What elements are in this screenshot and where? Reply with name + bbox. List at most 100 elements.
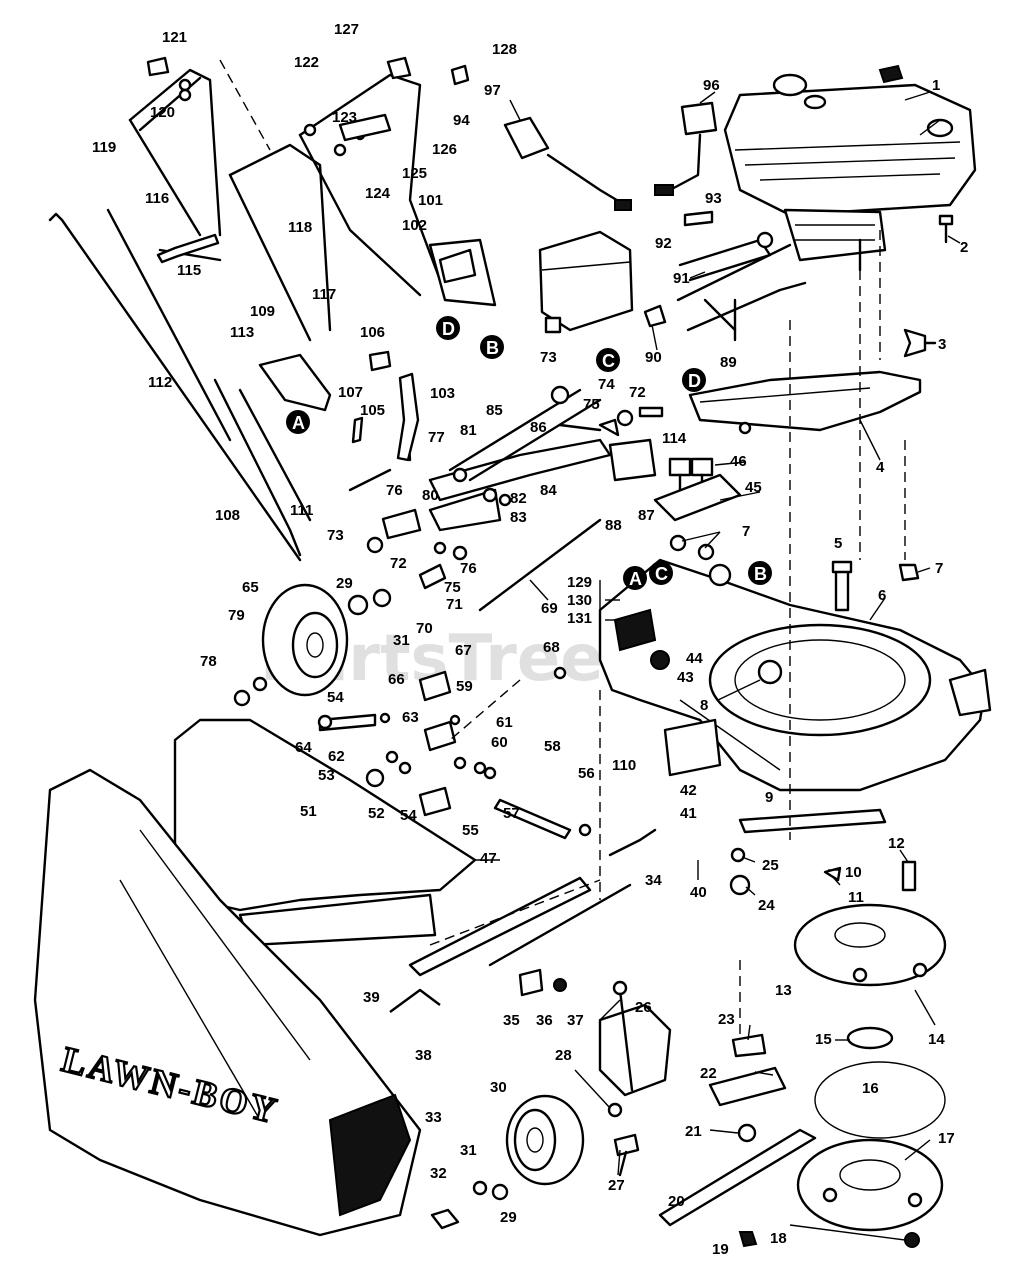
badge-d-2-text: D xyxy=(688,371,701,391)
callout-108: 107 xyxy=(338,384,363,401)
callout-6: 6 xyxy=(878,587,886,604)
callout-62: 62 xyxy=(328,748,345,765)
callout-61: 61 xyxy=(496,714,513,731)
callout-36: 36 xyxy=(536,1012,553,1029)
callout-7b: 7 xyxy=(935,560,943,577)
callout-9: 9 xyxy=(765,789,773,806)
rear-wheel-part xyxy=(430,1094,585,1230)
blade-mount-parts xyxy=(708,1033,787,1107)
wing-nut-part xyxy=(903,214,954,358)
callout-121: 120 xyxy=(150,104,175,121)
callout-labels: 1 2 3 4 5 6 7 7 8 9 10 11 12 13 14 15 16… xyxy=(92,21,968,1258)
callout-118: 117 xyxy=(312,286,336,303)
badge-a-2-text: A xyxy=(629,569,642,589)
callout-54b: 54 xyxy=(400,807,417,824)
mower-deck-part xyxy=(598,558,992,792)
callout-19: 19 xyxy=(712,1241,729,1258)
callout-24: 24 xyxy=(758,897,775,914)
callout-97: 96 xyxy=(703,77,720,94)
badge-b-1-text: B xyxy=(486,338,499,358)
deflector-shroud-part xyxy=(688,370,922,435)
lower-handle-part xyxy=(128,56,442,342)
cutting-blade-part xyxy=(658,1123,817,1248)
callout-128: 127 xyxy=(334,21,359,38)
spark-plug-boot-part xyxy=(503,116,632,211)
callout-86: 85 xyxy=(486,402,503,419)
callout-94: 93 xyxy=(705,190,722,207)
retainer-ring-parts xyxy=(814,1026,946,1139)
badge-b-1 xyxy=(480,335,504,359)
blade-adapter-part xyxy=(796,1138,944,1248)
callout-23: 23 xyxy=(718,1011,735,1028)
callout-71: 71 xyxy=(446,596,463,613)
callout-10: 10 xyxy=(845,864,862,881)
callout-37: 37 xyxy=(567,1012,584,1029)
callout-5: 5 xyxy=(834,535,842,552)
callout-17: 17 xyxy=(938,1130,955,1147)
callout-92: 91 xyxy=(673,270,690,287)
callout-20: 20 xyxy=(668,1193,685,1210)
guide-lines xyxy=(219,59,906,1040)
badge-c-2 xyxy=(649,561,673,585)
badge-d-1-text: D xyxy=(442,319,455,339)
callout-29b: 29 xyxy=(500,1209,517,1226)
callout-79: 78 xyxy=(200,653,217,670)
callout-76b: 76 xyxy=(460,560,477,577)
callout-30: 30 xyxy=(490,1079,507,1096)
callout-15: 15 xyxy=(815,1031,832,1048)
callout-103: 102 xyxy=(402,217,427,234)
callout-56: 56 xyxy=(578,765,595,782)
callout-28: 28 xyxy=(555,1047,572,1064)
callout-83: 82 xyxy=(510,490,527,507)
callout-45: 45 xyxy=(745,479,762,496)
callout-54a: 54 xyxy=(327,689,344,706)
callout-89: 88 xyxy=(605,517,622,534)
ratchet-lever-part xyxy=(396,372,420,462)
callout-101: 97 xyxy=(484,82,501,99)
callout-72a: 72 xyxy=(390,555,407,572)
badge-c-2-text: C xyxy=(655,564,668,584)
badge-b-2 xyxy=(748,561,772,585)
callout-120: 119 xyxy=(92,139,116,156)
callout-32: 32 xyxy=(430,1165,447,1182)
callout-75a: 74 xyxy=(598,376,615,393)
callout-110: 109 xyxy=(250,303,275,320)
callout-21: 21 xyxy=(685,1123,702,1140)
callout-91: 90 xyxy=(645,349,662,366)
callout-66: 66 xyxy=(388,671,405,688)
handle-hardware-parts xyxy=(156,64,477,284)
callout-93: 92 xyxy=(655,235,672,252)
callout-111: 110 xyxy=(612,757,636,774)
callout-68: 68 xyxy=(543,639,560,656)
callout-113: 112 xyxy=(148,374,172,391)
callout-18: 18 xyxy=(770,1230,787,1247)
callout-102: 101 xyxy=(418,192,443,209)
callout-129: 128 xyxy=(492,41,517,58)
blade-support-parts xyxy=(729,808,917,896)
callout-131: 130 xyxy=(567,592,592,609)
callout-52: 52 xyxy=(368,805,385,822)
badge-d-1 xyxy=(436,316,460,340)
badge-a-2 xyxy=(623,566,647,590)
callout-124: 123 xyxy=(332,109,357,126)
baffle-disc-part xyxy=(793,903,947,987)
badge-d-2 xyxy=(682,368,706,392)
callout-70: 70 xyxy=(416,620,433,637)
badge-c-1 xyxy=(596,348,620,372)
callout-64: 64 xyxy=(295,739,312,756)
callout-leaders xyxy=(475,91,961,1241)
callout-105: 103 xyxy=(430,385,455,402)
callout-33: 33 xyxy=(425,1109,442,1126)
callout-46: 46 xyxy=(730,453,747,470)
badge-b-2-text: B xyxy=(754,564,767,584)
rear-door-parts xyxy=(389,828,657,1013)
callout-107: 106 xyxy=(360,324,385,341)
callout-78: 77 xyxy=(428,429,445,446)
callout-88: 87 xyxy=(638,507,655,524)
callout-55: 55 xyxy=(462,822,479,839)
callout-47: 47 xyxy=(480,850,497,867)
callout-29a: 29 xyxy=(336,575,353,592)
badge-a-1 xyxy=(286,410,310,434)
callout-22: 22 xyxy=(700,1065,717,1082)
callout-75b: 75 xyxy=(444,579,461,596)
